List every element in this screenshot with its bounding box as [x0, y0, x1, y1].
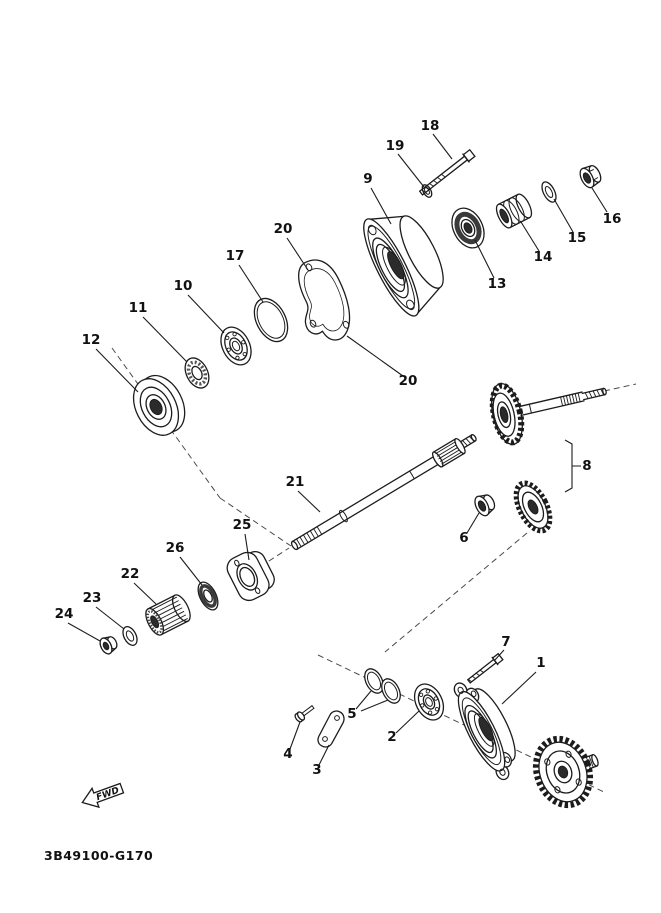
- callout-5: 5: [347, 706, 356, 722]
- callout-18: 18: [421, 118, 440, 134]
- callout-9: 9: [363, 171, 372, 187]
- callout-15: 15: [568, 230, 587, 246]
- part-8-drive-pinion: [489, 382, 607, 446]
- callout-16: 16: [603, 211, 622, 227]
- callout-2: 2: [387, 729, 396, 745]
- fwd-label: FWD: [95, 786, 121, 804]
- part-23-washer: [122, 626, 138, 646]
- part-18-bolt: [419, 148, 476, 196]
- part-15-washer: [541, 181, 557, 203]
- callout-3: 3: [312, 762, 321, 778]
- callout-26: 26: [166, 540, 185, 556]
- part-25-retainer: [226, 550, 275, 602]
- part-9-bearing-housing: [363, 215, 444, 317]
- callout-14: 14: [534, 249, 553, 265]
- leader-lines: [67, 133, 608, 766]
- fwd-arrow: FWD: [81, 782, 125, 809]
- part-1-bearing-housing: [453, 682, 516, 781]
- part-21-drive-shaft: [290, 434, 477, 551]
- part-22-coupling: [145, 594, 191, 636]
- part-4-screw: [294, 705, 315, 723]
- part-11-inner-race: [184, 357, 210, 389]
- callout-labels: 1 2 3 4 5 6 7 8 9 10 11 12 13 14 15 16 1…: [55, 118, 622, 778]
- callout-11: 11: [129, 300, 148, 316]
- part-7-bolt: [467, 652, 504, 684]
- part-3-stopper-plate: [317, 710, 345, 748]
- callout-20-upper: 20: [274, 221, 293, 237]
- part-26-bearing: [197, 581, 219, 611]
- callout-19: 19: [386, 138, 405, 154]
- callout-1: 1: [536, 655, 545, 671]
- callout-23: 23: [83, 590, 102, 606]
- part-5-shims: [364, 668, 401, 704]
- callout-22: 22: [121, 566, 140, 582]
- part-10-bearing: [220, 326, 252, 366]
- callout-8: 8: [582, 458, 591, 474]
- part-2-bearing: [413, 683, 445, 721]
- part-16-nut: [579, 164, 602, 189]
- part-6-nut: [474, 494, 496, 517]
- callout-4: 4: [283, 746, 292, 762]
- callout-13: 13: [488, 276, 507, 292]
- callout-17: 17: [226, 248, 245, 264]
- part-20-gasket: [298, 259, 351, 341]
- callout-20-lower: 20: [399, 373, 418, 389]
- callout-12: 12: [82, 332, 101, 348]
- driven-gear: [532, 735, 599, 809]
- callout-10: 10: [174, 278, 193, 294]
- part-12-bearing: [132, 374, 186, 436]
- callout-24: 24: [55, 606, 74, 622]
- part-8-bevel-gear: [513, 480, 553, 534]
- part-24-nut: [99, 636, 118, 655]
- part-14-collar: [495, 193, 533, 229]
- part-13-bearing: [451, 207, 485, 249]
- part-17-o-ring: [253, 297, 289, 343]
- callout-6: 6: [459, 530, 468, 546]
- part-code: 3B49100-G170: [44, 848, 153, 863]
- callout-21: 21: [286, 474, 305, 490]
- callout-25: 25: [233, 517, 252, 533]
- callout-7: 7: [501, 634, 510, 650]
